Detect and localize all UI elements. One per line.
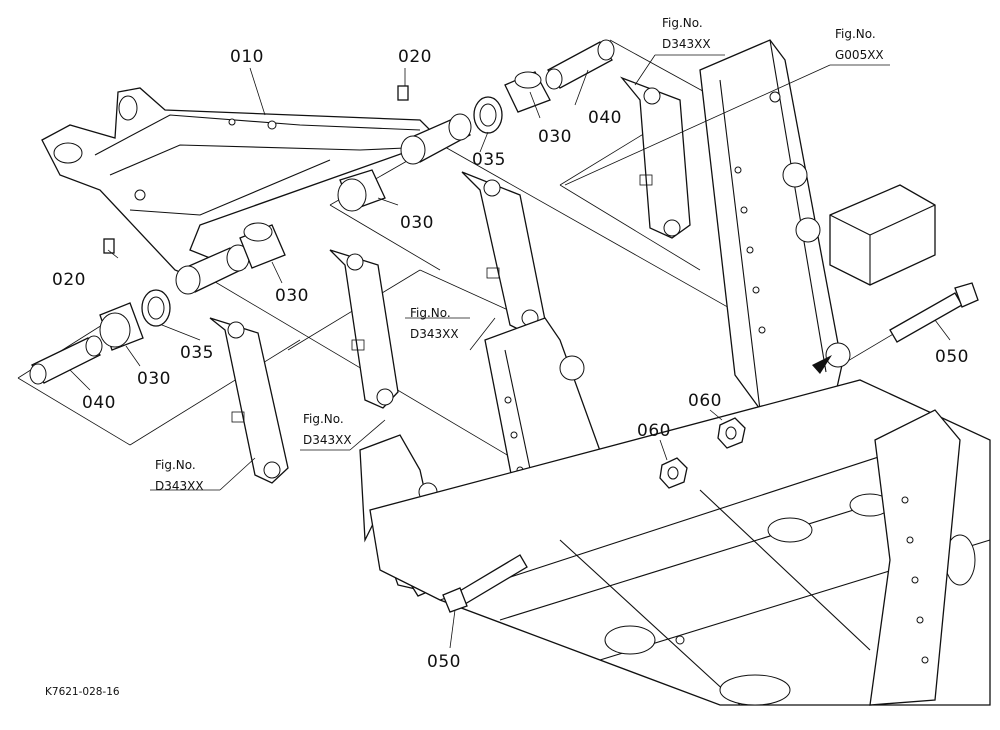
fig-ref-right-line1: Fig.No. — [835, 27, 876, 41]
fig-ref-mid-line1: Fig.No. — [303, 412, 344, 426]
label-030-c: 030 — [275, 286, 309, 306]
fig-ref-right-line2: G005XX — [835, 48, 884, 62]
washer-035-top — [473, 96, 503, 134]
label-060-center: 060 — [637, 421, 671, 441]
fig-ref-center-line1: Fig.No. — [410, 306, 451, 320]
bushing-030-top — [504, 71, 551, 113]
bracket-top — [619, 76, 691, 239]
fig-ref-top-line2: D343XX — [662, 37, 711, 51]
pin-040-left — [29, 335, 103, 385]
label-030-a: 030 — [538, 127, 572, 147]
nut-060-center — [659, 457, 688, 489]
fig-ref-center-line2: D343XX — [410, 327, 459, 341]
set-screw-020-top — [397, 85, 409, 101]
set-screw-020-left — [103, 238, 115, 254]
label-020-top: 020 — [398, 47, 432, 67]
label-040-a: 040 — [588, 108, 622, 128]
label-040-b: 040 — [82, 393, 116, 413]
label-030-d: 030 — [137, 369, 171, 389]
fig-ref-left-line1: Fig.No. — [155, 458, 196, 472]
bolt-050-lower — [442, 554, 528, 613]
bolt-050-right — [889, 282, 979, 343]
label-060-right: 060 — [688, 391, 722, 411]
label-010: 010 — [230, 47, 264, 67]
label-035-a: 035 — [472, 150, 506, 170]
pivot-frame-010 — [41, 87, 442, 281]
bushing-030-left — [239, 222, 286, 269]
label-035-b: 035 — [180, 343, 214, 363]
nut-060-right — [717, 417, 746, 449]
label-050-lower: 050 — [427, 652, 461, 672]
fig-ref-left-line2: D343XX — [155, 479, 204, 493]
drawing-code: K7621-028-16 — [45, 686, 120, 698]
gearbox-housing — [829, 184, 936, 286]
washer-035-left — [141, 289, 171, 327]
bushing-030-mid — [337, 169, 386, 212]
fig-ref-top-line1: Fig.No. — [662, 16, 703, 30]
bracket-mid — [329, 249, 399, 409]
pin-040-top — [545, 39, 615, 90]
fig-ref-mid-line2: D343XX — [303, 433, 352, 447]
chassis-frame — [369, 379, 991, 706]
bushing-030-lower — [99, 302, 144, 351]
frame-boss-right — [400, 113, 472, 165]
label-020-left: 020 — [52, 270, 86, 290]
callout-leaders — [69, 54, 951, 649]
bracket-left — [209, 317, 289, 484]
label-050-right: 050 — [935, 347, 969, 367]
upright-column-right — [699, 39, 851, 421]
label-030-b: 030 — [400, 213, 434, 233]
